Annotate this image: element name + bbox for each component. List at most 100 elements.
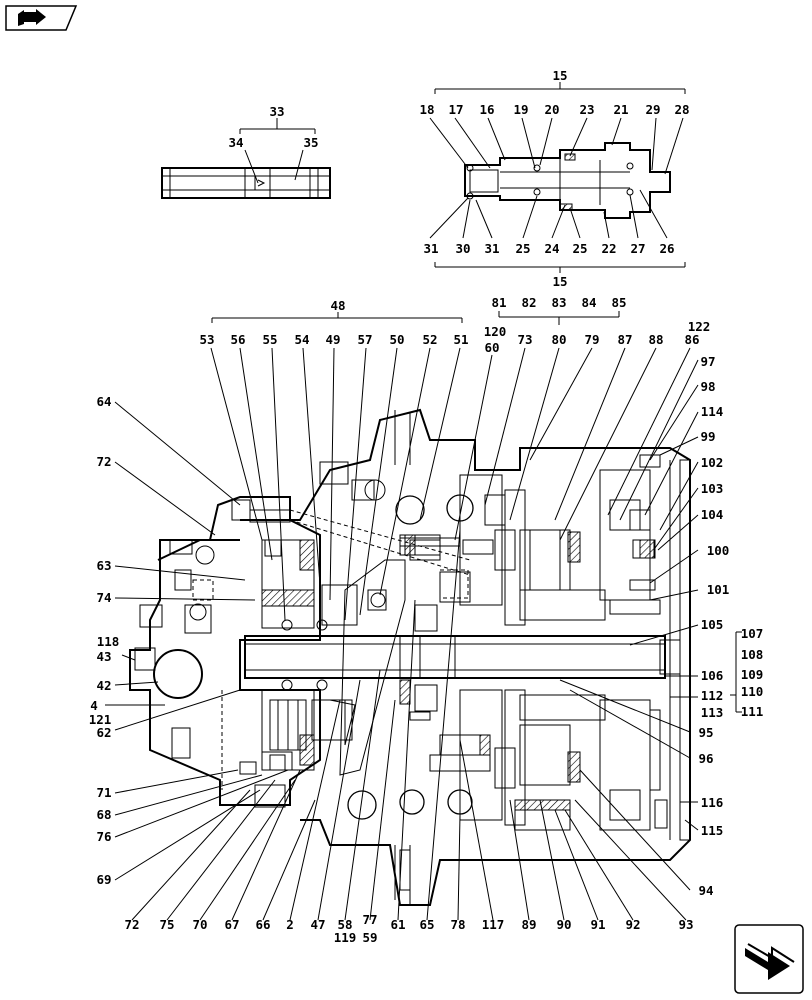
label-28: 28 [674,102,689,117]
label-61: 61 [390,917,405,932]
label-70: 70 [192,917,207,932]
label-81: 81 [491,295,506,310]
label-20: 20 [544,102,559,117]
label-58: 58 [337,917,352,932]
label-31-b: 31 [484,241,499,256]
label-43: 43 [96,649,111,664]
label-94: 94 [698,883,713,898]
label-19: 19 [513,102,528,117]
label-63: 63 [96,558,111,573]
label-17: 17 [448,102,463,117]
label-31-a: 31 [423,241,438,256]
label-34: 34 [228,135,243,150]
label-22: 22 [601,241,616,256]
label-24: 24 [544,241,559,256]
label-95: 95 [698,725,713,740]
label-77: 77 [362,912,377,927]
label-72-b: 72 [124,917,139,932]
label-103: 103 [701,481,724,496]
label-47: 47 [310,917,325,932]
label-56: 56 [230,332,245,347]
label-105: 105 [701,617,724,632]
label-76: 76 [96,829,111,844]
label-66: 66 [255,917,270,932]
label-112: 112 [701,688,724,703]
label-87: 87 [617,332,632,347]
label-75: 75 [159,917,174,932]
label-119: 119 [334,930,357,945]
label-27: 27 [630,241,645,256]
label-48: 48 [330,298,345,313]
label-50: 50 [389,332,404,347]
motor-assembly-drawing [105,311,742,921]
label-23: 23 [579,102,594,117]
label-82: 82 [521,295,536,310]
label-59: 59 [362,930,377,945]
label-97: 97 [700,354,715,369]
spool-33-drawing [161,118,331,199]
label-33: 33 [269,104,284,119]
label-101: 101 [707,582,730,597]
label-114: 114 [701,404,724,419]
label-4: 4 [90,698,98,713]
label-84: 84 [581,295,596,310]
label-67: 67 [224,917,239,932]
label-25-b: 25 [572,241,587,256]
label-120: 120 [484,324,507,339]
label-115: 115 [701,823,724,838]
label-73: 73 [517,332,532,347]
label-69: 69 [96,872,111,887]
label-108: 108 [741,647,764,662]
label-118: 118 [97,634,120,649]
label-18: 18 [419,102,434,117]
label-57: 57 [357,332,372,347]
label-96: 96 [698,751,713,766]
label-122: 122 [688,319,711,334]
label-111: 111 [741,704,764,719]
part-number-labels: 33 34 35 15 18 17 16 19 20 23 21 29 28 3… [89,68,764,945]
label-91: 91 [590,917,605,932]
label-49: 49 [325,332,340,347]
label-71: 71 [96,785,111,800]
label-116: 116 [701,795,724,810]
label-2: 2 [286,917,294,932]
label-15-bottom: 15 [552,274,567,289]
label-68: 68 [96,807,111,822]
label-110: 110 [741,684,764,699]
label-92: 92 [625,917,640,932]
label-89: 89 [521,917,536,932]
label-93: 93 [678,917,693,932]
label-107: 107 [741,626,764,641]
label-55: 55 [262,332,277,347]
label-54: 54 [294,332,309,347]
label-85: 85 [611,295,626,310]
label-121: 121 [89,712,112,727]
label-117: 117 [482,917,505,932]
label-102: 102 [701,455,724,470]
label-16: 16 [479,102,494,117]
label-29: 29 [645,102,660,117]
label-88: 88 [648,332,663,347]
label-64: 64 [96,394,111,409]
label-53: 53 [199,332,214,347]
label-52: 52 [422,332,437,347]
label-99: 99 [700,429,715,444]
label-25-a: 25 [515,241,530,256]
label-72-a: 72 [96,454,111,469]
label-26: 26 [659,241,674,256]
label-15-top: 15 [552,68,567,83]
label-79: 79 [584,332,599,347]
label-74: 74 [96,590,111,605]
label-113: 113 [701,705,724,720]
next-page-arrow-icon[interactable] [734,924,804,994]
label-83: 83 [551,295,566,310]
leader-lines [105,347,699,921]
label-90: 90 [556,917,571,932]
label-65: 65 [419,917,434,932]
label-35: 35 [303,135,318,150]
label-42: 42 [96,678,111,693]
valve-15-drawing [429,82,686,273]
book-arrow-icon[interactable] [5,5,78,31]
label-100: 100 [707,543,730,558]
